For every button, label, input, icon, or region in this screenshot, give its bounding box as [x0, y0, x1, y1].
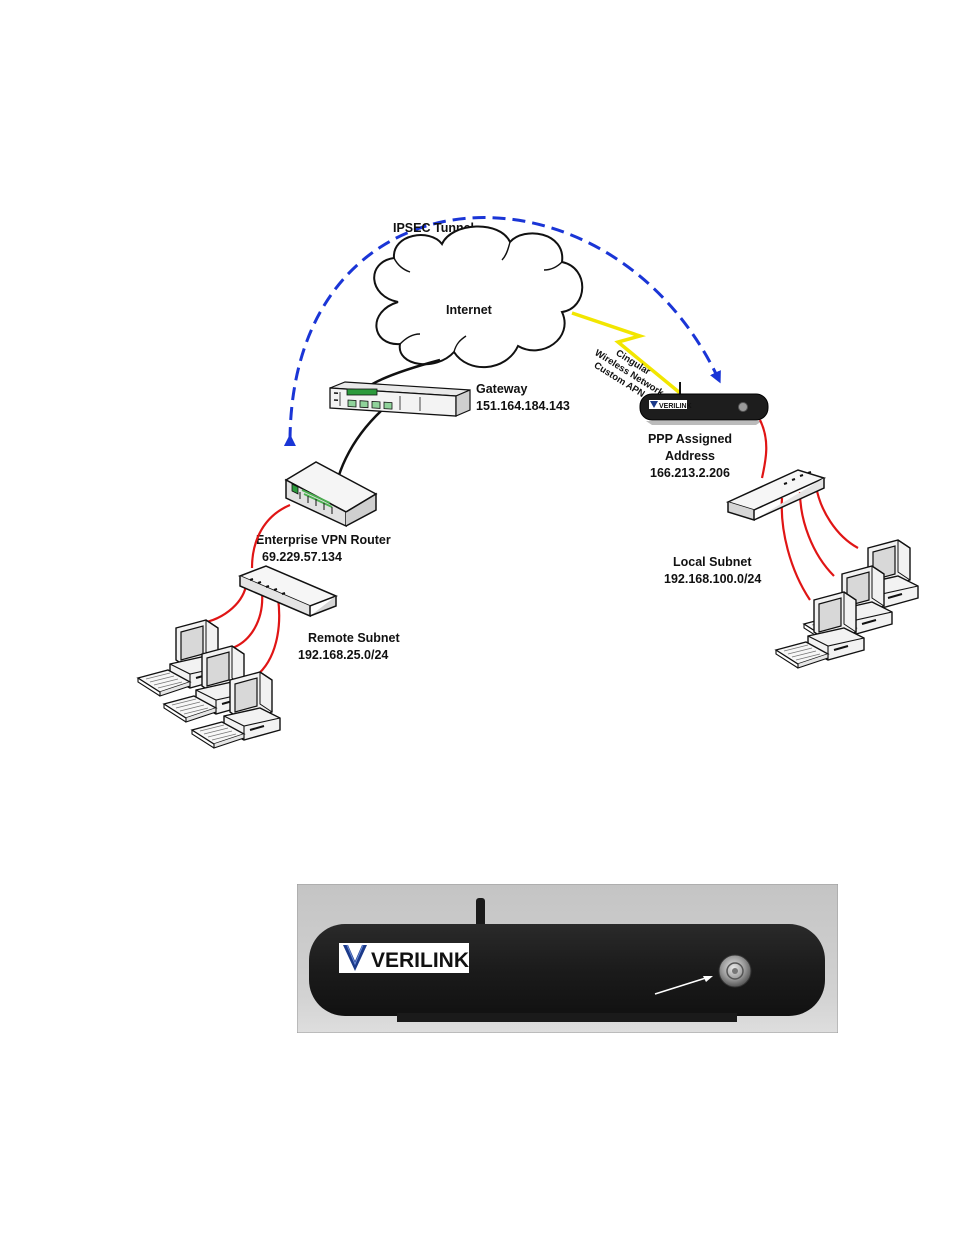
remote-subnet-cidr: 192.168.25.0/24	[298, 648, 388, 662]
ppp-label-line2: Address	[665, 449, 715, 463]
local-pc-3	[775, 591, 865, 669]
internet-label: Internet	[446, 303, 493, 317]
verilink-device-diagram: VERILINK	[639, 382, 769, 425]
power-button[interactable]	[718, 954, 752, 988]
router-name-label: Enterprise VPN Router	[256, 533, 391, 547]
enterprise-vpn-router	[284, 461, 378, 528]
device-brand-label: VERILINK	[659, 403, 692, 410]
gateway-ip-label: 151.164.184.143	[476, 399, 570, 413]
pointer-arrow	[654, 976, 710, 995]
antenna	[476, 898, 485, 930]
local-subnet-cidr: 192.168.100.0/24	[664, 572, 761, 586]
remote-switch	[239, 565, 337, 617]
device-front-photo: VERILINK	[297, 884, 838, 1033]
local-subnet-name: Local Subnet	[673, 555, 752, 569]
verilink-logo: VERILINK	[339, 943, 469, 973]
local-switch	[727, 469, 825, 521]
ppp-label-line1: PPP Assigned	[648, 432, 732, 446]
wireless-link	[571, 311, 682, 395]
ipsec-tunnel-arc	[283, 216, 721, 447]
photo-brand-label: VERILINK	[371, 949, 469, 972]
gateway-server	[329, 381, 471, 417]
ppp-ip-label: 166.213.2.206	[650, 466, 730, 480]
internet-cloud: Internet	[373, 225, 584, 368]
ethernet-cables	[193, 419, 859, 677]
gateway-name-label: Gateway	[476, 382, 527, 396]
remote-subnet-name: Remote Subnet	[308, 631, 401, 645]
router-ip-label: 69.229.57.134	[262, 550, 342, 564]
